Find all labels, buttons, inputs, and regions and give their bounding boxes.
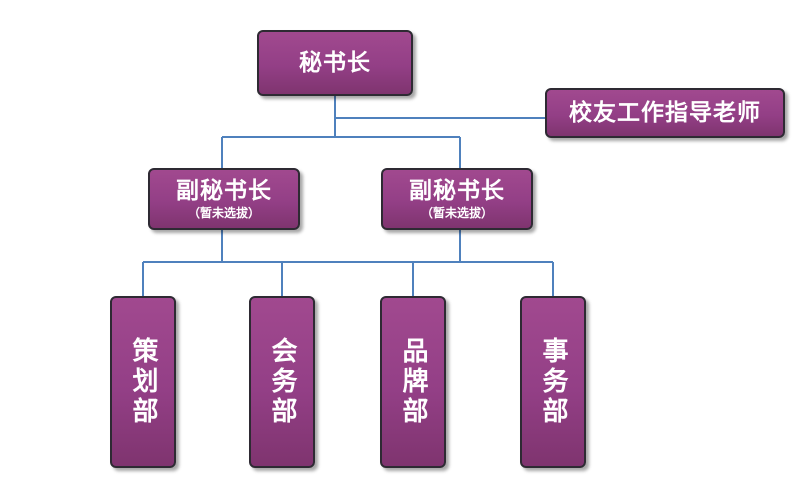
node-brand-department: 品牌部 [380, 296, 446, 468]
node-note: （暂未选拔） [420, 206, 493, 221]
node-label: 策划部 [128, 337, 158, 427]
node-label: 事务部 [538, 337, 568, 427]
node-affairs-department: 事务部 [520, 296, 586, 468]
node-deputy-secretary-2: 副秘书长 （暂未选拔） [381, 168, 533, 230]
node-label: 校友工作指导老师 [569, 99, 761, 126]
node-alumni-advisor: 校友工作指导老师 [545, 88, 785, 138]
node-meeting-department: 会务部 [249, 296, 315, 468]
node-label: 副秘书长 [409, 177, 505, 204]
node-secretary-general: 秘书长 [257, 30, 413, 96]
node-label: 秘书长 [299, 49, 371, 76]
node-note: （暂未选拔） [187, 206, 260, 221]
node-label: 副秘书长 [176, 177, 272, 204]
node-label: 会务部 [267, 337, 297, 427]
node-deputy-secretary-1: 副秘书长 （暂未选拔） [148, 168, 300, 230]
node-planning-department: 策划部 [110, 296, 176, 468]
node-label: 品牌部 [398, 337, 428, 427]
